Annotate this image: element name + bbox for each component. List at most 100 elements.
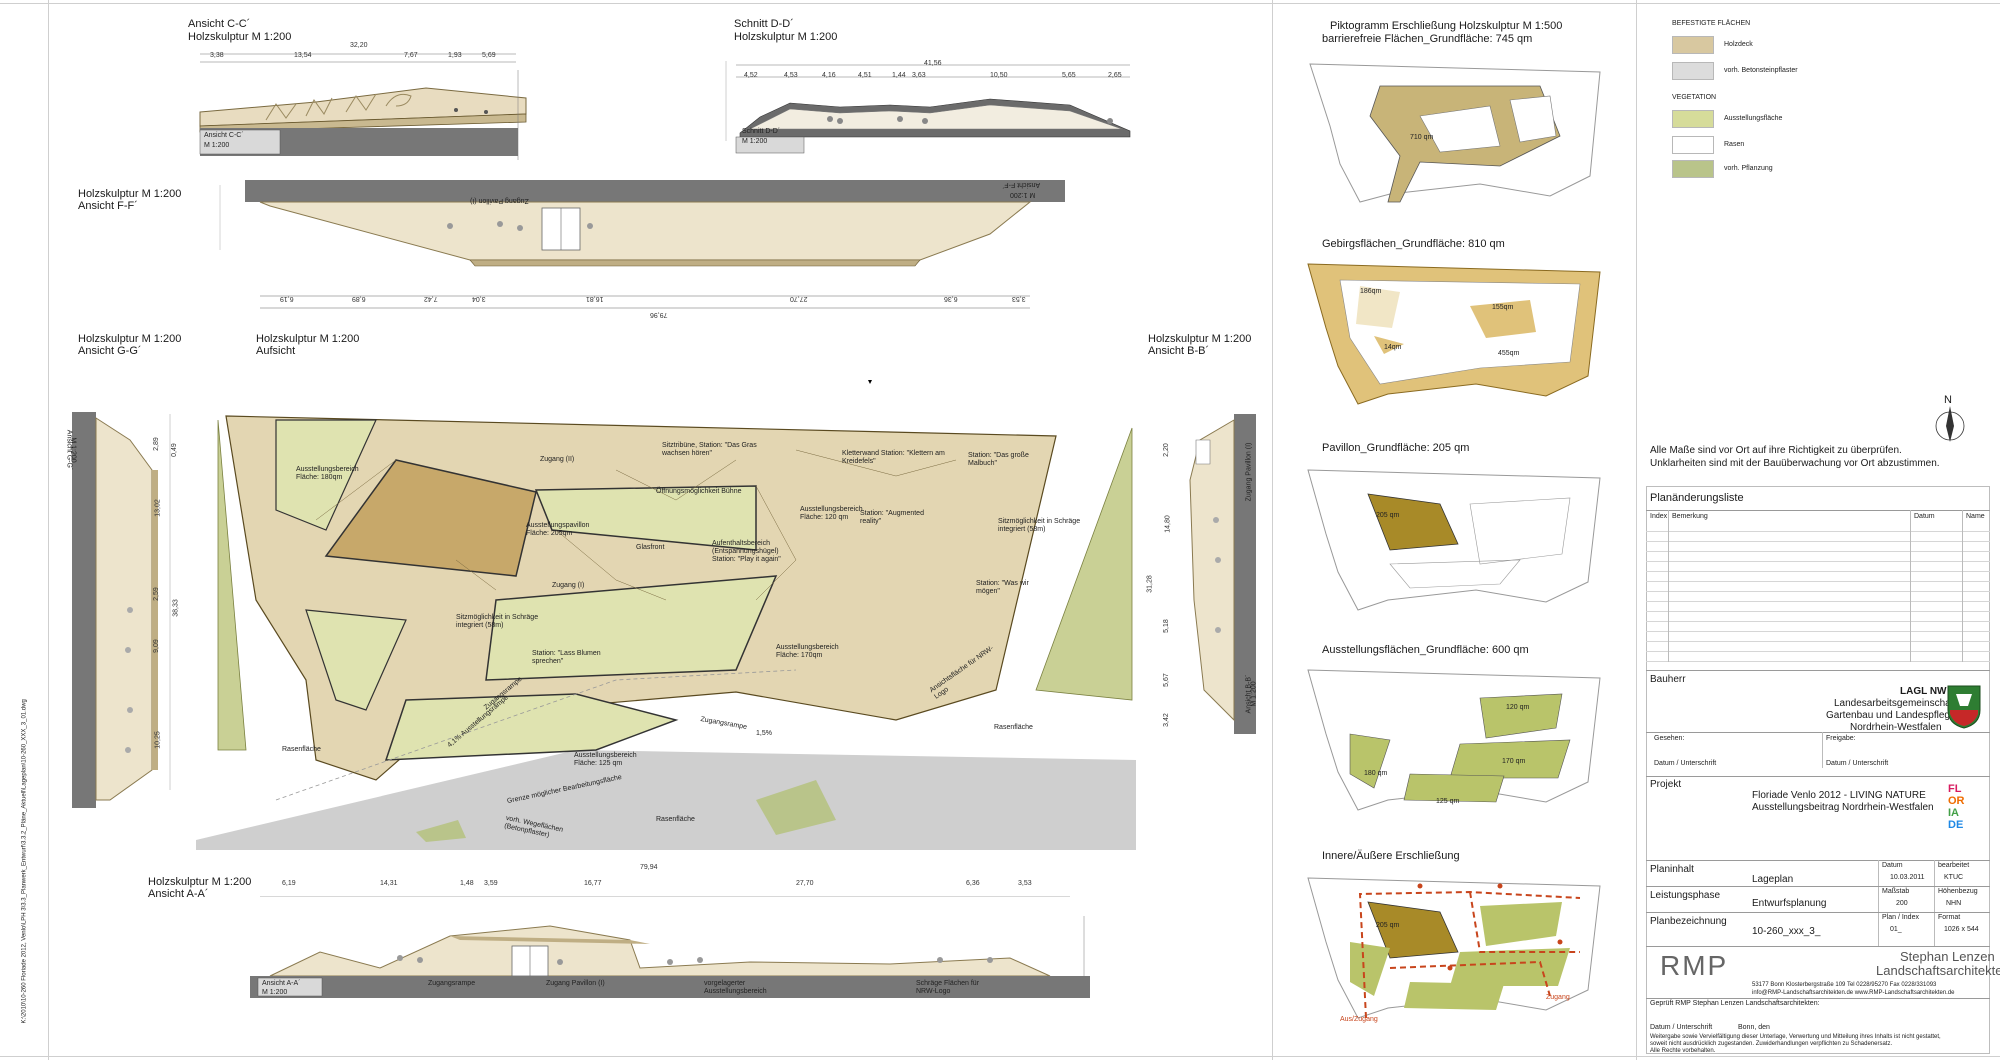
ff-title2: Ansicht F-F´ (78, 200, 138, 212)
nrw-logo-icon (1947, 685, 1981, 729)
elevation-aa (250, 896, 1090, 998)
aenderung-title: Planänderungsliste (1650, 492, 1744, 504)
plan-oeffnung: Öffnungsmöglichkeit Bühne (656, 488, 742, 495)
north-label: N (1944, 394, 1952, 406)
gg-title1: Holzskulptur M 1:200 (78, 333, 182, 345)
aa-dim-8: 3,53 (1018, 880, 1032, 887)
divider-plan (1272, 0, 1273, 1060)
col-bemerkung: Bemerkung (1672, 513, 1708, 520)
frame-top (0, 3, 2000, 4)
plan-station-wwm: Station: "Was wir mögen" (976, 580, 1029, 596)
bearbeitet-label: bearbeitet (1938, 862, 1970, 869)
cc-total: 32,20 (350, 42, 368, 49)
p2-area-3: 14qm (1384, 344, 1402, 351)
dd-total: 41,56 (924, 60, 942, 67)
p1-title2: barrierefreie Flächen_Grundfläche: 745 q… (1322, 33, 1533, 45)
plan-aufenthalt: Aufenthaltsbereich (Entspannungshügel) S… (712, 540, 781, 564)
p4-area-3: 170 qm (1502, 758, 1526, 765)
plan-kletterwand: Kletterwand Station: "Klettern am Kreide… (842, 450, 945, 466)
dd-label2: M 1:200 (742, 138, 768, 145)
projekt-row (1646, 776, 1990, 777)
legend-item2: vorh. Betonsteinpflaster (1724, 67, 1798, 74)
legend-heading2: VEGETATION (1672, 94, 1717, 101)
bearbeitet-val: KTUC (1944, 874, 1964, 881)
dd-dim-7: 10,50 (990, 72, 1008, 79)
aenderung-header-line (1646, 510, 1990, 511)
bauherr-line3: Nordrhein-Westfalen (1850, 722, 1942, 733)
bb-dim-2: 14,80 (1164, 515, 1172, 533)
section-dd (725, 61, 1131, 154)
ff-title1: Holzskulptur M 1:200 (78, 188, 182, 200)
plan-rasen1: Rasenfläche (282, 746, 321, 753)
cc-dim-3: 7,67 (404, 52, 418, 59)
ff-dim-1: 6,19 (280, 295, 294, 303)
gg-dim-3: 13,02 (154, 499, 162, 517)
cc-label1: Ansicht C-C´ (204, 132, 244, 139)
datum-val: 10.03.2011 (1890, 874, 1925, 881)
svg-text:FL: FL (1948, 783, 1962, 795)
svg-text:OR: OR (1948, 795, 1965, 807)
format-label: Format (1938, 914, 1961, 921)
ff-dim-6: 27,70 (790, 295, 808, 303)
aenderung-col3 (1962, 510, 1963, 662)
projekt-line1: Floriade Venlo 2012 - LIVING NATURE (1752, 790, 1926, 801)
hoehen-val: NHN (1946, 900, 1962, 907)
aa-dim-1: 6,19 (282, 880, 296, 887)
legend-item3: Ausstellungsfläche (1724, 115, 1783, 122)
planinhalt-divider (1878, 860, 1879, 946)
aa-title1: Holzskulptur M 1:200 (148, 876, 252, 888)
aa-total: 79,94 (640, 864, 658, 871)
p4-area-1: 120 qm (1506, 704, 1530, 711)
bauherr-line1: Landesarbeitsgemeinschaft (1834, 698, 1957, 709)
p1-area: 710 qm (1410, 134, 1434, 141)
datum-unterschrift-1: Datum / Unterschrift (1654, 760, 1717, 767)
plan-zugang1: Zugang (I) (552, 582, 585, 589)
p2-area-4: 455qm (1498, 350, 1520, 357)
freigabe: Freigabe: (1826, 735, 1856, 742)
plan-rampe-pct: 1,5% (756, 730, 772, 737)
gg-dim-6: 10,25 (154, 731, 162, 749)
disclaimer-1: Weitergabe sowie Vervielfältigung dieser… (1650, 1034, 1941, 1040)
dd-dim-4: 4,51 (858, 72, 872, 79)
dd-dim-2: 4,53 (784, 72, 798, 79)
aa-dim-7: 6,36 (966, 880, 980, 887)
plan-ausst-170: Ausstellungsbereich Fläche: 170qm (776, 644, 839, 660)
col-name: Name (1966, 513, 1985, 520)
cc-dim-1: 3,38 (210, 52, 224, 59)
plan-sitz-right: Sitzmöglichkeit in Schräge integriert (5… (998, 518, 1081, 534)
ff-label-upside: Zugang Pavillon (I) (470, 197, 529, 205)
datum-unterschrift-3: Datum / Unterschrift (1650, 1024, 1713, 1031)
aa-dim-3: 1,48 (460, 880, 474, 887)
aa-label1: Ansicht A-A´ (262, 980, 301, 987)
bb-dim-3: 5,18 (1162, 619, 1170, 633)
rmp-row (1646, 946, 1990, 947)
elevation-gg (72, 412, 171, 808)
planinhalt-label: Planinhalt (1650, 864, 1694, 875)
p3-area: 205 qm (1376, 512, 1400, 519)
cc-dim-5: 5,69 (482, 52, 496, 59)
ff-dim-2: 6,89 (352, 295, 366, 303)
ff-label1: Ansicht F-F´ (1002, 181, 1041, 189)
plan-rasen3: Rasenfläche (656, 816, 695, 823)
dd-dim-3: 4,16 (822, 72, 836, 79)
cc-dim-4: 1,93 (448, 52, 462, 59)
firm-line1: Stephan Lenzen (1900, 949, 1995, 964)
aa-caption-2: Zugang Pavillon (I) (546, 980, 605, 987)
p3-title: Pavillon_Grundfläche: 205 qm (1322, 442, 1470, 454)
phase-row (1646, 886, 1990, 887)
bauherr-row (1646, 670, 1990, 671)
address-line1: 53177 Bonn Klosterbergstraße 109 Tel 022… (1752, 982, 1937, 988)
elevation-cc (199, 53, 527, 160)
format-val: 1026 x 544 (1944, 926, 1979, 933)
massstab-label: Maßstab (1882, 888, 1910, 895)
address-line2: info@RMP-Landschaftsarchitekten.de www.R… (1752, 990, 1955, 996)
plan-sitztribuene: Sitztribüne, Station: "Das Gras wachsen … (662, 442, 757, 458)
svg-text:IA: IA (1948, 807, 1959, 819)
p5-zugang: Zugang (1546, 994, 1570, 1001)
col-index: Index (1650, 513, 1668, 520)
p4-area-2: 180 qm (1364, 770, 1388, 777)
planindex-label: Plan / Index (1882, 914, 1919, 921)
p4-title: Ausstellungsflächen_Grundfläche: 600 qm (1322, 644, 1529, 656)
legend-note2: Unklarheiten sind mit der Bauüberwachung… (1650, 458, 1940, 469)
plan-ausst-125: Ausstellungsbereich Fläche: 125 qm (574, 752, 637, 768)
